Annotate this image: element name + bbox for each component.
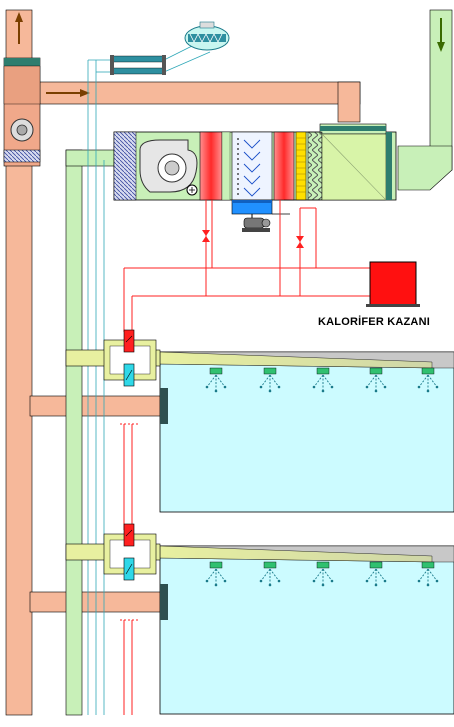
diffuser-nozzle (312, 561, 334, 587)
fresh-air-duct (397, 9, 453, 191)
exhaust-up-arrow (15, 12, 23, 44)
boiler (366, 261, 420, 307)
diffuser-nozzle (417, 561, 439, 587)
air-handling-unit (113, 123, 397, 215)
boiler-label: KALORİFER KAZANI (318, 316, 430, 328)
supply-riser-duct (65, 149, 119, 716)
exhaust-fan-unit (3, 57, 41, 167)
cooling-unit (110, 21, 230, 75)
room-floor-2 (159, 545, 454, 715)
diffuser-nozzle (417, 367, 439, 393)
diffuser-nozzle (259, 561, 281, 587)
diffuser-nozzle (365, 561, 387, 587)
diffuser-nozzle (205, 561, 227, 587)
hot-water-piping (120, 200, 370, 715)
diffuser-group (205, 367, 439, 587)
diffuser-nozzle (259, 367, 281, 393)
room-floor-1 (159, 351, 454, 513)
return-flow-arrow (46, 89, 90, 97)
zone-reheat-unit-1 (65, 329, 161, 387)
supply-fan-icon (139, 139, 198, 196)
diffuser-nozzle (365, 367, 387, 393)
diffuser-nozzle (205, 367, 227, 393)
control-pipes (87, 39, 211, 715)
valve-icon (202, 230, 304, 248)
diffuser-nozzle (312, 367, 334, 393)
zone-reheat-unit-2 (65, 523, 161, 581)
